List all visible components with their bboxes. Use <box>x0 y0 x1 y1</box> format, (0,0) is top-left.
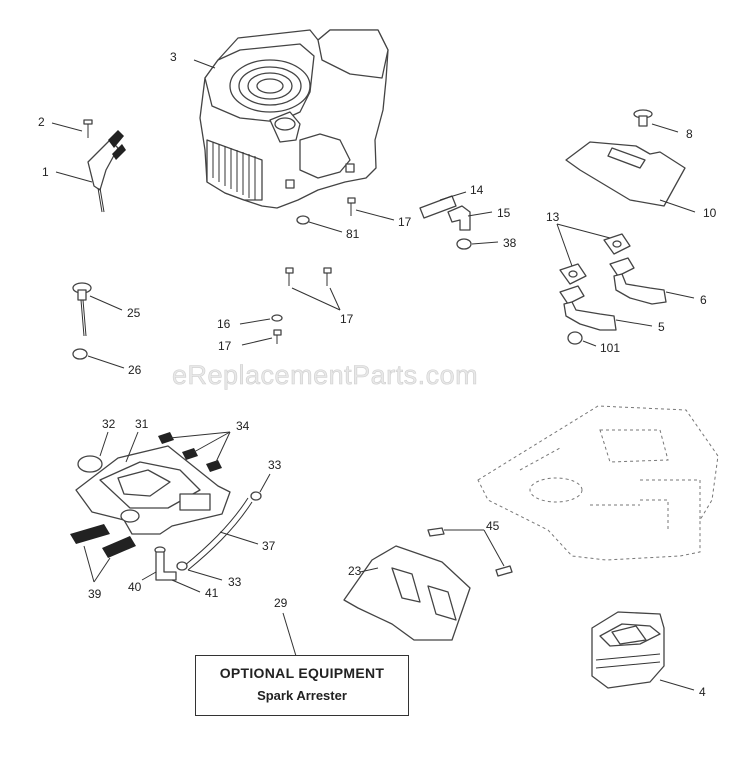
callout-15: 15 <box>497 206 511 220</box>
push-nut-part-8[interactable]: 8 <box>633 109 693 141</box>
callout-38: 38 <box>503 236 517 250</box>
bolt-part-17-top[interactable]: 17 <box>347 197 412 229</box>
clamp-part-33-top[interactable]: 33 <box>250 458 282 501</box>
spark-arrester-label: Spark Arrester <box>257 688 347 703</box>
callout-3: 3 <box>170 50 177 64</box>
callout-29: 29 <box>274 596 288 610</box>
callout-17-lower: 17 <box>218 339 232 353</box>
nut-part-26[interactable]: 26 <box>72 348 142 377</box>
tube-part-14[interactable]: 14 <box>419 183 484 219</box>
nut-part-81[interactable]: 81 <box>296 215 360 241</box>
callout-40: 40 <box>128 580 142 594</box>
cap-part-32[interactable]: 32 <box>77 417 116 473</box>
callout-34: 34 <box>236 419 250 433</box>
bolt-part-17-lower[interactable]: 17 <box>218 329 282 353</box>
callout-33-top: 33 <box>268 458 282 472</box>
callout-13: 13 <box>546 210 560 224</box>
callout-5: 5 <box>658 320 665 334</box>
dipstick-part-25[interactable]: 25 <box>72 282 141 337</box>
callout-17-middle: 17 <box>340 312 354 326</box>
callout-33-bottom: 33 <box>228 575 242 589</box>
callout-31: 31 <box>135 417 149 431</box>
callout-23: 23 <box>348 564 362 578</box>
engine-part-3[interactable]: 3 <box>170 29 389 209</box>
callout-14: 14 <box>470 183 484 197</box>
bolts-part-17-middle[interactable]: 17 <box>285 267 354 326</box>
nut-part-101[interactable]: 101 <box>567 331 620 355</box>
foam-pads-part-39[interactable]: 39 <box>70 524 136 601</box>
exhaust-pipe-part-5[interactable]: 5 <box>559 285 665 334</box>
hose-part-37[interactable]: 37 <box>183 497 276 571</box>
callout-26: 26 <box>128 363 142 377</box>
muffler-part-4[interactable]: 4 <box>591 611 706 699</box>
pads-part-34[interactable]: 34 <box>158 419 250 472</box>
exhaust-pipe-part-6[interactable]: 6 <box>609 257 707 307</box>
callout-39: 39 <box>88 587 102 601</box>
watermark: eReplacementParts.com <box>172 360 478 390</box>
callout-32: 32 <box>102 417 116 431</box>
callout-25: 25 <box>127 306 141 320</box>
shield-part-10[interactable]: 10 <box>565 141 717 220</box>
screws-part-45[interactable]: 45 <box>427 519 513 577</box>
callout-29-group: 29 <box>274 596 297 657</box>
fitting-part-41[interactable]: 41 <box>171 579 219 600</box>
elbow-part-40[interactable]: 40 <box>128 546 177 594</box>
callout-45: 45 <box>486 519 500 533</box>
callout-17-top: 17 <box>398 215 412 229</box>
callout-41: 41 <box>205 586 219 600</box>
air-cleaner-base-part-31[interactable]: 31 <box>75 417 231 535</box>
optional-equipment-box: OPTIONAL EQUIPMENT Spark Arrester <box>195 655 409 716</box>
callout-10: 10 <box>703 206 717 220</box>
callout-4: 4 <box>699 685 706 699</box>
callout-8: 8 <box>686 127 693 141</box>
callout-101: 101 <box>600 341 620 355</box>
screw-part-2[interactable]: 2 <box>38 115 93 138</box>
callout-81: 81 <box>346 227 360 241</box>
throttle-control-part-1[interactable]: 1 <box>42 130 126 213</box>
elbow-part-15[interactable]: 15 <box>447 205 511 231</box>
callout-6: 6 <box>700 293 707 307</box>
washer-part-16[interactable]: 16 <box>217 314 283 331</box>
callout-1: 1 <box>42 165 49 179</box>
nut-part-38[interactable]: 38 <box>456 236 517 250</box>
tractor-frame-reference <box>477 405 719 561</box>
callout-16: 16 <box>217 317 231 331</box>
spark-arrester-screen-part-23[interactable]: 23 <box>343 545 471 641</box>
callout-37: 37 <box>262 539 276 553</box>
optional-equipment-title: OPTIONAL EQUIPMENT <box>219 665 385 681</box>
clamp-part-33-bottom[interactable]: 33 <box>176 561 242 589</box>
callout-2: 2 <box>38 115 45 129</box>
gaskets-part-13[interactable]: 13 <box>546 210 631 285</box>
